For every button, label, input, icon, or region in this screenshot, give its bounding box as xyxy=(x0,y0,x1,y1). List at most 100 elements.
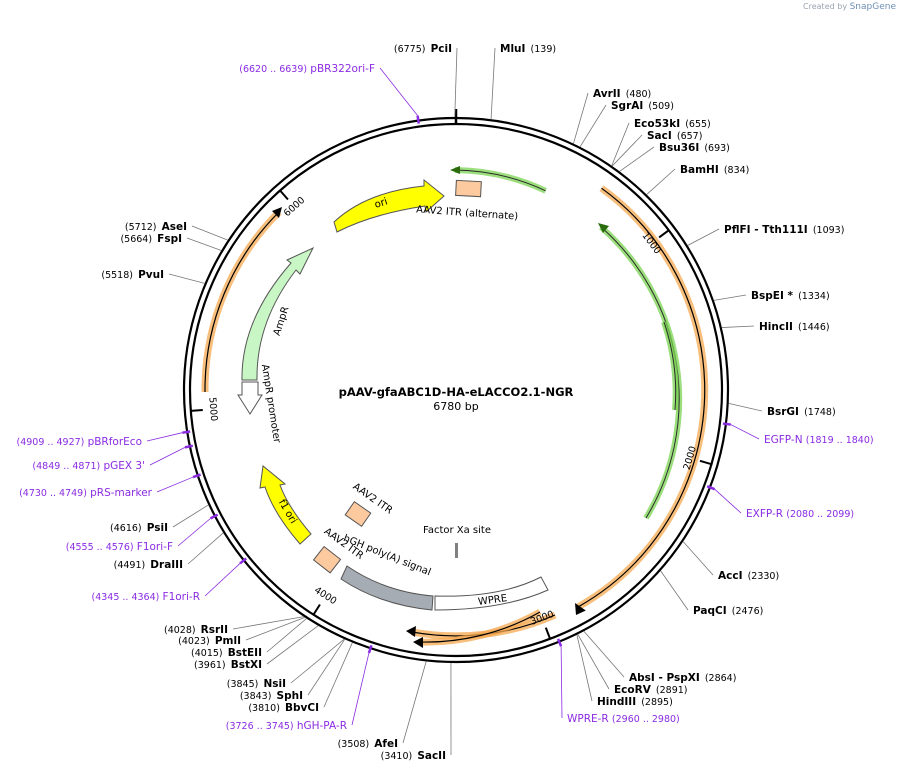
enzyme-leader-line xyxy=(611,134,643,167)
primer-name: pRS-marker xyxy=(90,487,153,499)
scale-tick xyxy=(312,603,321,616)
enzyme-leader-line xyxy=(232,616,304,630)
primer-leader-line xyxy=(560,646,563,719)
enzyme-leader-line xyxy=(577,634,610,690)
orf-arc-green-right xyxy=(598,223,683,520)
enzyme-name: HincII xyxy=(759,321,793,333)
snapgene-credit: Created by SnapGene xyxy=(803,2,896,12)
enzyme-position: (3810) xyxy=(248,703,280,714)
enzyme-leader-line xyxy=(402,661,427,744)
enzyme-name: BsrGI xyxy=(767,406,799,418)
orf-arc-green-short xyxy=(661,321,679,411)
primer-label: (4345 .. 4364) F1ori-R xyxy=(91,591,200,603)
primer-range: (1819 .. 1840) xyxy=(806,435,874,446)
primer-range: (4909 .. 4927) xyxy=(17,437,85,448)
enzyme-name: DraIII xyxy=(150,559,183,571)
enzyme-leader-line xyxy=(186,237,222,251)
enzyme-position: (2895) xyxy=(641,697,673,708)
scale-tick-label: 3000 xyxy=(529,609,556,628)
enzyme-label: BspEI * (1334) xyxy=(751,284,830,303)
enzyme-name: PaqCI xyxy=(693,605,727,617)
enzyme-label: Bsu36I (693) xyxy=(659,136,730,155)
enzyme-label: (4023) PmlI xyxy=(178,629,241,648)
enzyme-label: (3845) NsiI xyxy=(227,672,286,691)
primer-range: (3726 .. 3745) xyxy=(226,721,294,732)
enzyme-name: BbvCI xyxy=(285,702,319,714)
enzyme-label: (4028) RsrII xyxy=(164,618,228,637)
enzyme-leader-line xyxy=(579,104,607,148)
enzyme-leader-line xyxy=(611,122,630,166)
enzyme-name: MluI xyxy=(500,43,525,55)
enzyme-leader-line xyxy=(682,541,714,576)
enzyme-name: SphI xyxy=(277,690,303,702)
scale-tick xyxy=(279,189,289,201)
feature-ampr: AmpR xyxy=(241,246,315,381)
enzyme-position: (5712) xyxy=(125,222,157,233)
enzyme-name: Eco53kI xyxy=(634,118,680,130)
enzyme-leader-line xyxy=(266,625,319,665)
enzyme-name: PflFI - Tth111I xyxy=(724,224,808,236)
feature-label-aav2-itr-alternate: AAV2 ITR (alternate) xyxy=(416,204,519,222)
enzyme-label: BsrGI (1748) xyxy=(767,400,836,419)
primer-range: (2080 .. 2099) xyxy=(786,509,854,520)
scale-tick-label: 5000 xyxy=(206,397,219,422)
feature-aav2-itr: AAV2 ITR xyxy=(344,481,394,527)
primer-mark xyxy=(556,638,563,647)
enzyme-label: (5712) AseI xyxy=(125,215,187,234)
enzyme-label: Eco53kI (655) xyxy=(634,112,711,131)
enzyme-leader-line xyxy=(323,642,353,708)
primer-leader-line xyxy=(730,424,760,440)
enzyme-name: RsrII xyxy=(201,624,228,636)
primer-name: hGH-PA-R xyxy=(297,720,347,732)
primer-label: (3726 .. 3745) hGH-PA-R xyxy=(226,720,347,732)
enzyme-position: (4616) xyxy=(110,523,142,534)
feature-label-factor-xa-site: Factor Xa site xyxy=(423,525,491,536)
enzyme-position: (3845) xyxy=(227,679,259,690)
primer-leader-line xyxy=(351,652,370,726)
enzyme-name: NsiI xyxy=(263,678,286,690)
enzyme-label: SgrAI (509) xyxy=(611,94,674,113)
primer-labels: (6620 .. 6639) pBR322ori-F EGFP-N (1819 .… xyxy=(17,63,874,732)
primer-mark xyxy=(722,422,731,426)
enzyme-leader-line xyxy=(576,634,593,702)
enzyme-position: (1748) xyxy=(804,407,836,418)
enzyme-position: (4491) xyxy=(114,560,146,571)
enzyme-name: HindIII xyxy=(597,696,636,708)
enzyme-position: (4028) xyxy=(164,625,196,636)
primer-name: pBRforEco xyxy=(88,436,142,448)
enzyme-name: SgrAI xyxy=(611,100,643,112)
primer-leader-line xyxy=(146,432,183,442)
enzyme-label: AccI (2330) xyxy=(718,564,779,583)
enzyme-label: PaqCI (2476) xyxy=(693,599,763,618)
enzyme-position: (139) xyxy=(531,44,557,55)
enzyme-name: BspEI * xyxy=(751,290,794,302)
primer-leader-line xyxy=(156,476,194,493)
enzyme-label: (5518) PvuI xyxy=(101,263,164,282)
enzyme-name: AfeI xyxy=(374,738,398,750)
plasmid-name: pAAV-gfaABC1D-HA-eLACCO2.1-NGR xyxy=(339,385,574,399)
enzyme-position: (834) xyxy=(724,165,750,176)
enzyme-leader-line xyxy=(619,146,655,172)
primer-mark xyxy=(209,513,219,520)
orf-arc-green-top xyxy=(450,166,547,194)
primer-mark xyxy=(367,644,373,654)
primer-range: (4345 .. 4364) xyxy=(91,592,159,603)
primer-name: EGFP-N xyxy=(764,434,803,446)
enzyme-label: BamHI (834) xyxy=(680,158,749,177)
feature-wpre: WPRE xyxy=(434,576,549,611)
enzyme-leader-line xyxy=(490,47,496,120)
enzyme-name: EcoRV xyxy=(614,684,652,696)
primer-label: (6620 .. 6639) pBR322ori-F xyxy=(239,63,375,75)
enzyme-name: SacII xyxy=(417,750,446,762)
primer-label: WPRE-R (2960 .. 2980) xyxy=(567,713,680,725)
label-leaders xyxy=(146,47,763,756)
enzyme-position: (3410) xyxy=(381,751,413,762)
enzyme-name: AvrII xyxy=(593,88,621,100)
feature-ori: ori xyxy=(333,178,445,233)
enzyme-position: (693) xyxy=(704,143,730,154)
enzyme-leader-line xyxy=(573,92,589,144)
enzyme-label: AvrII (480) xyxy=(593,82,651,101)
feature-f1-ori: f1 ori xyxy=(259,465,312,545)
primer-name: pGEX 3' xyxy=(103,460,145,472)
enzyme-position: (657) xyxy=(677,131,703,142)
